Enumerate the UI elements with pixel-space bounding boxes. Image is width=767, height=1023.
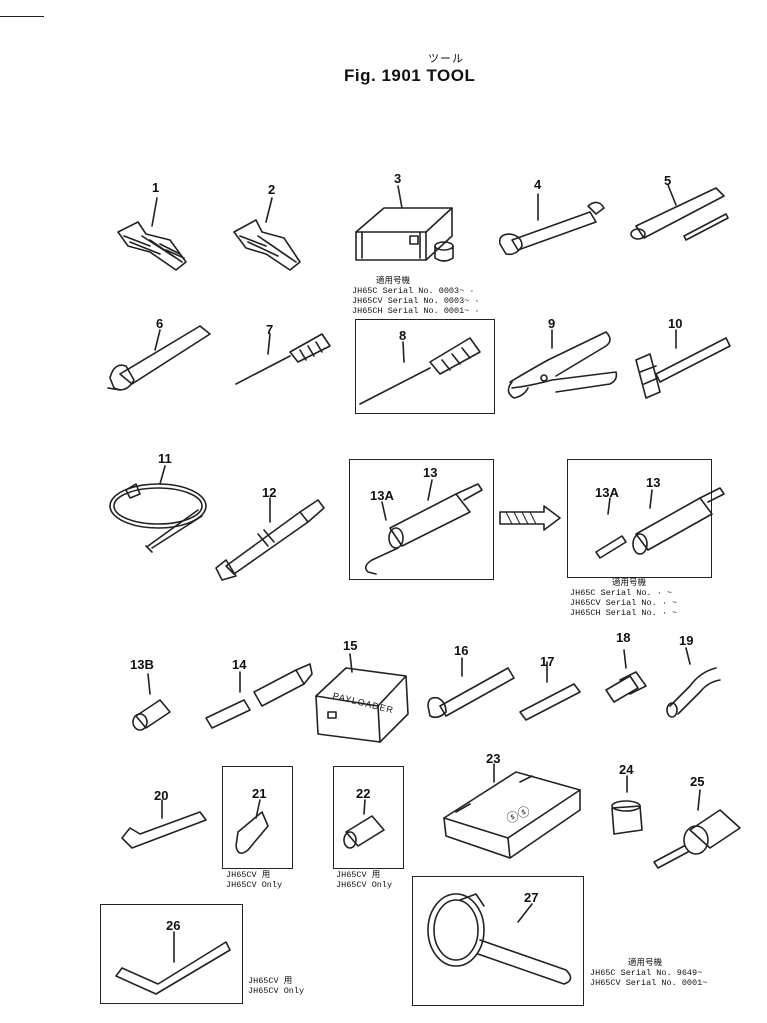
label-part-19: 19 [679,633,694,648]
only-note-jp-part-21: JH65CV 用 [226,870,271,880]
corner-rule [0,16,44,17]
fitting-25-icon [653,789,741,869]
box-wrench-5-icon [630,184,729,241]
only-note-jp-part-22: JH65CV 用 [336,870,381,880]
cap-13b-icon [132,673,171,731]
serial-line-part-13: JH65CV Serial No. · ~ [570,598,678,608]
filter-wrench-27-icon [427,893,572,985]
frame-part-13-old [349,459,494,580]
only-note-part-26: JH65CV Only [248,986,305,996]
label-part-13a-old: 13A [370,488,394,503]
tool-box-3-icon [355,185,454,262]
payloader-box-15-icon [315,653,409,743]
label-part-1: 1 [152,180,160,195]
label-part-25: 25 [690,774,705,789]
label-part-7: 7 [266,322,274,337]
frame-part-27 [412,876,584,1006]
serial-line-part-3: JH65C Serial No. 0003~ · [352,286,475,296]
label-part-5: 5 [664,173,672,188]
serial-line-part-27: JH65C Serial No. 9649~ [590,968,703,978]
label-part-17: 17 [540,654,555,669]
serial-heading-part-27: 適用号機 [628,958,663,968]
fitting-18-icon [605,649,647,703]
frame-part-8 [355,319,495,414]
spanner-16-icon [427,657,515,719]
plug-24-icon [611,775,643,835]
hex-key-20-icon [121,799,207,849]
label-part-8: 8 [399,328,407,343]
only-note-part-21: JH65CV Only [226,880,283,890]
frame-part-21 [222,766,293,869]
label-part-13-new: 13 [646,475,661,490]
hex-key-26-icon [115,931,231,995]
grease-gun-13-new-icon [595,487,725,559]
label-part-26: 26 [166,918,181,933]
hammer-10-icon [635,329,731,399]
label-part-23: 23 [486,751,501,766]
frame-part-13-new [567,459,712,578]
label-part-22: 22 [356,786,371,801]
socket-t-12-icon [215,497,325,581]
label-part-21: 21 [252,786,267,801]
screwdriver-8-icon [359,337,481,405]
label-part-14: 14 [232,657,247,672]
serial-line-part-3: JH65CV Serial No. 0003~ · [352,296,480,306]
label-part-16: 16 [454,643,469,658]
label-part-4: 4 [534,177,542,192]
label-part-9: 9 [548,316,556,331]
label-part-12: 12 [262,485,277,500]
serial-heading-part-13: 適用号機 [612,578,647,588]
serial-line-part-13: JH65CH Serial No. · ~ [570,608,678,618]
grease-gun-13-old-icon [364,479,483,575]
only-note-part-22: JH65CV Only [336,880,393,890]
pliers-9-icon [507,329,618,399]
hose-19-icon [666,647,721,718]
label-part-13b: 13B [130,657,154,672]
bit-21-icon [235,799,269,854]
hex-key-set-1-icon [117,197,187,271]
adjustable-wrench-6-icon [107,325,211,391]
frame-part-26 [100,904,243,1004]
label-part-13-old: 13 [423,465,438,480]
frame-part-22 [333,766,404,869]
socket-set-case-23-icon [443,763,581,859]
spanner-4-icon [498,193,605,256]
pin-17-icon [519,661,581,721]
label-part-15: 15 [343,638,358,653]
adapter-14-icon [205,663,313,729]
label-part-11: 11 [158,451,172,466]
label-part-2: 2 [268,182,276,197]
grease-hose-11-icon [109,465,207,553]
label-part-3: 3 [394,171,402,186]
serial-line-part-27: JH65CV Serial No. 0001~ [590,978,708,988]
serial-line-part-13: JH65C Serial No. · ~ [570,588,673,598]
label-part-24: 24 [619,762,634,777]
screwdriver-7-icon [235,333,331,385]
serial-line-part-3: JH65CH Serial No. 0001~ · [352,306,480,316]
arrow-right-icon [499,505,561,531]
only-note-jp-part-26: JH65CV 用 [248,976,293,986]
hex-key-set-2-icon [233,197,301,271]
label-part-27: 27 [524,890,539,905]
title-japanese: ツール [428,53,464,65]
label-part-6: 6 [156,316,164,331]
label-part-18: 18 [616,630,631,645]
label-part-10: 10 [668,316,683,331]
label-part-13a-new: 13A [595,485,619,500]
figure-title: Fig. 1901 TOOL [344,66,476,85]
serial-heading-part-3: 適用号機 [376,276,411,286]
label-part-20: 20 [154,788,169,803]
socket-22-icon [343,799,385,849]
